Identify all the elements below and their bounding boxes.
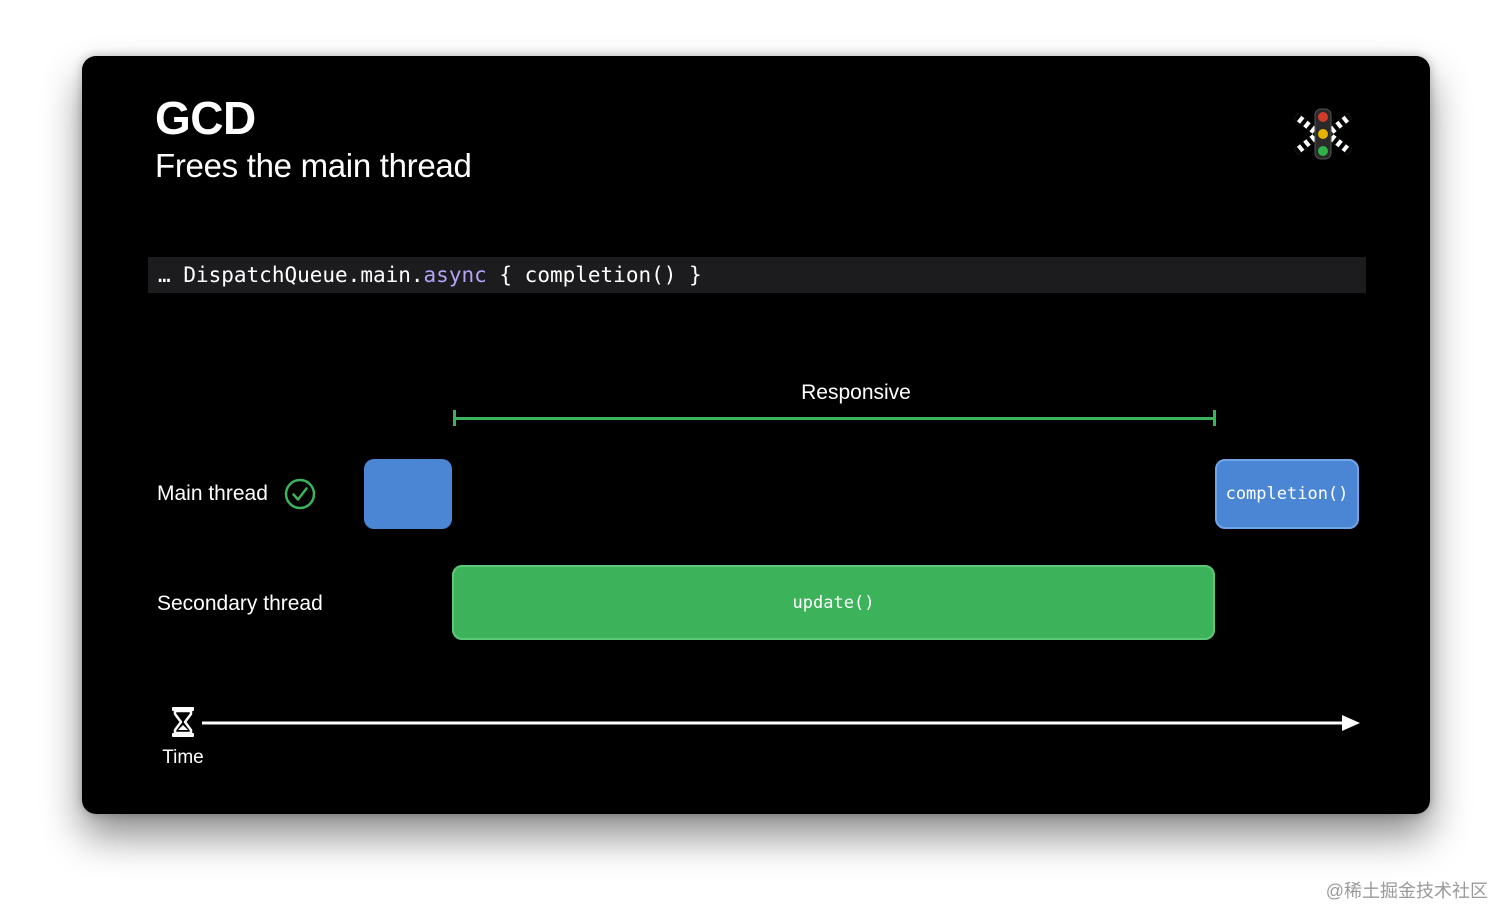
completion-block: completion() (1215, 459, 1359, 529)
main-thread-work-block (364, 459, 452, 529)
checkmark-circle-icon (284, 478, 316, 510)
watermark: @稀土掘金技术社区 (1325, 881, 1488, 901)
code-receiver: DispatchQueue.main. (183, 263, 424, 287)
code-line: … DispatchQueue.main.async { completion(… (148, 257, 1366, 293)
code-keyword-async: async (423, 263, 487, 287)
time-label: Time (162, 747, 204, 768)
code-ellipsis: … (158, 263, 171, 287)
time-axis-arrow (202, 715, 1360, 731)
slide-title: GCD (155, 92, 256, 144)
code-text: … DispatchQueue.main.async { completion(… (158, 257, 702, 293)
hourglass-icon (172, 707, 194, 737)
main-thread-label: Main thread (157, 482, 268, 505)
slide: GCD Frees the main thread … DispatchQueu… (82, 56, 1430, 814)
code-closure: { completion() } (486, 263, 702, 287)
traffic-light-logo-icon (1293, 108, 1353, 160)
responsive-span-bar (453, 408, 1216, 428)
responsive-end-cap (1213, 410, 1216, 426)
secondary-thread-label: Secondary thread (157, 592, 323, 615)
responsive-label: Responsive (801, 381, 911, 404)
responsive-line (453, 417, 1216, 420)
slide-subtitle: Frees the main thread (155, 147, 472, 184)
update-block: update() (452, 565, 1215, 640)
